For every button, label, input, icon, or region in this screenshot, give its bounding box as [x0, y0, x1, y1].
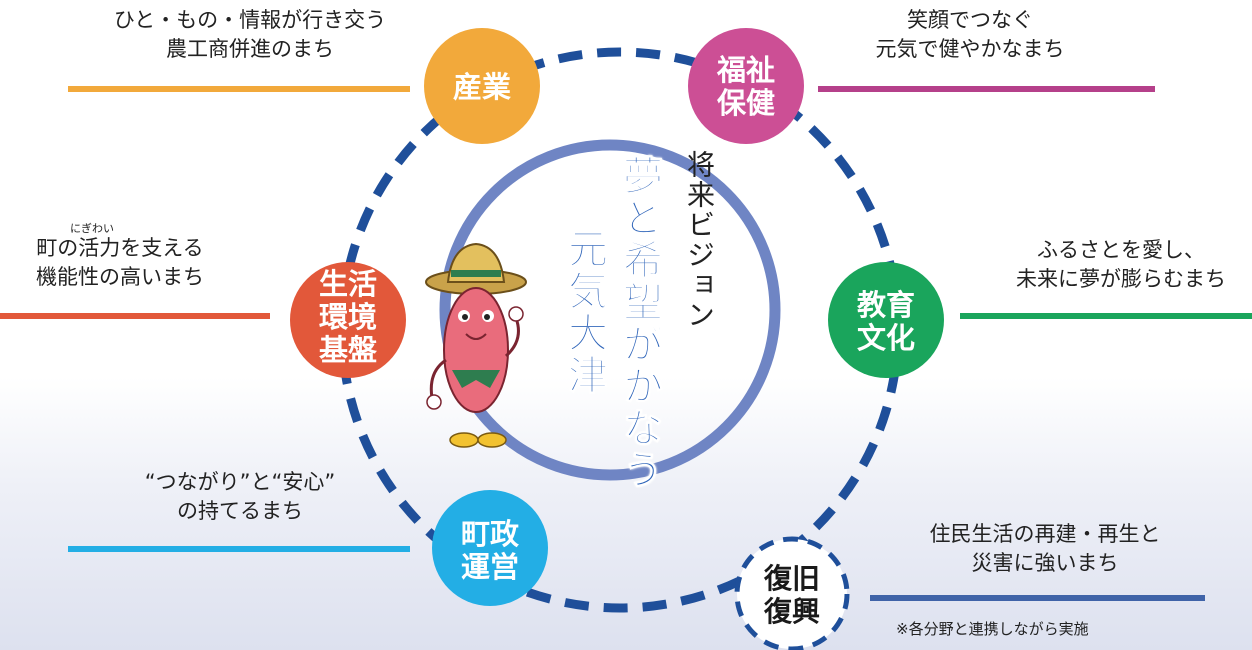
welfare-caption-line1: 笑顔でつなぐ — [907, 8, 1033, 32]
industry-node — [424, 28, 540, 144]
industry-caption: ひと・もの・情報が行き交う 農工商併進のまち — [60, 6, 440, 64]
life-title-line2: 環境 — [319, 300, 377, 334]
life-caption-ruby: にぎわい — [70, 222, 114, 235]
government-caption: “つながり”と“安心” の持てるまち — [90, 468, 390, 526]
welfare-title-line2: 保健 — [716, 86, 775, 120]
life-title-line1: 生活 — [319, 267, 377, 301]
government-title-line2: 運営 — [461, 550, 519, 584]
industry-caption-line2: 農工商併進のまち — [166, 37, 334, 61]
education-caption: ふるさとを愛し、 未来に夢が膨らむまち — [990, 236, 1252, 294]
mascot-illustration — [425, 242, 527, 448]
recovery-node — [734, 536, 850, 650]
inner-ring — [439, 139, 781, 481]
recovery-title-line1: 復旧 — [763, 562, 820, 595]
recovery-caption-line2: 災害に強いまち — [971, 551, 1119, 575]
industry-title: 産業 — [453, 70, 511, 104]
welfare-node — [688, 28, 804, 144]
recovery-title-line2: 復興 — [763, 595, 820, 628]
recovery-caption: 住民生活の再建・再生と 災害に強いまち — [890, 520, 1200, 578]
welfare-caption-line2: 元気で健やかなまち — [875, 37, 1065, 61]
life-caption-line1: 町の活力を支える — [36, 236, 204, 260]
welfare-title-line1: 福祉 — [716, 53, 775, 87]
life-caption-line2: 機能性の高いまち — [36, 265, 204, 289]
life-node — [290, 262, 406, 378]
life-caption: 町の活力を支える 機能性の高いまち — [0, 234, 240, 292]
education-title-line1: 教育 — [857, 288, 915, 322]
government-caption-line2: の持てるまち — [177, 499, 303, 523]
life-title-line3: 基盤 — [319, 333, 378, 367]
education-node — [828, 262, 944, 378]
government-title-line1: 町政 — [461, 517, 519, 551]
industry-caption-line1: ひと・もの・情報が行き交う — [113, 8, 387, 32]
vision-label: 将来ビジョン — [683, 150, 716, 330]
education-caption-line1: ふるさとを愛し、 — [1037, 238, 1205, 262]
welfare-caption: 笑顔でつなぐ 元気で健やかなまち — [800, 6, 1140, 64]
education-title-line2: 文化 — [857, 321, 915, 355]
slogan-line2: 元気大津 — [561, 228, 608, 397]
slogan-line1: 夢と希望がかなう — [616, 155, 663, 492]
footnote: ※各分野と連携しながら実施 — [896, 620, 1089, 638]
education-caption-line2: 未来に夢が膨らむまち — [1016, 267, 1226, 291]
recovery-caption-line1: 住民生活の再建・再生と — [929, 522, 1161, 546]
government-node — [432, 490, 548, 606]
government-caption-line1: “つながり”と“安心” — [144, 470, 336, 494]
